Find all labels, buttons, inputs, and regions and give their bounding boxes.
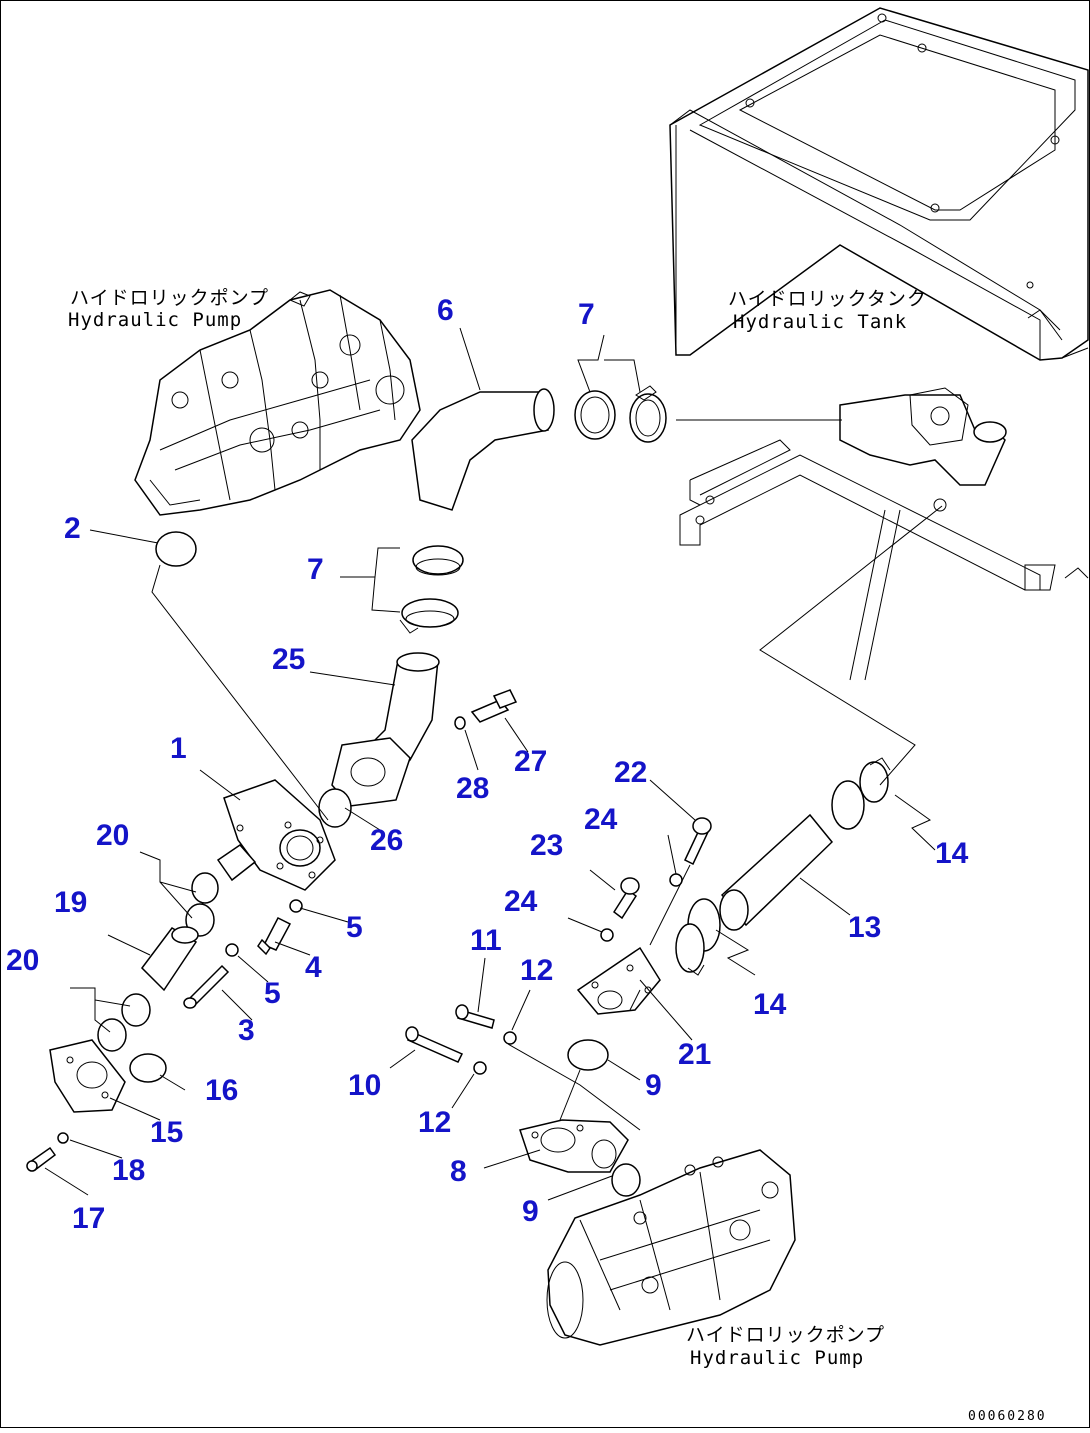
washer-28[interactable] [454, 716, 466, 730]
hydraulic-pump-top[interactable] [134, 289, 421, 516]
callout-21[interactable]: 21 [678, 1038, 711, 1071]
adapter-block-15[interactable] [49, 1039, 126, 1113]
bolt-17[interactable] [26, 1146, 57, 1172]
callout-4[interactable]: 4 [305, 951, 322, 984]
callout-20-upper[interactable]: 20 [96, 819, 129, 852]
connection-lines [44, 327, 943, 1201]
hydraulic-tank[interactable] [669, 7, 1089, 681]
bolt-10[interactable] [405, 1026, 464, 1063]
callout-13[interactable]: 13 [848, 911, 881, 944]
callout-5-upper[interactable]: 5 [346, 911, 363, 944]
bolt-22[interactable] [684, 817, 712, 866]
callout-23[interactable]: 23 [530, 829, 563, 862]
callout-26[interactable]: 26 [370, 824, 403, 857]
pump-bottom-label-en: Hydraulic Pump [690, 1347, 864, 1369]
adapter-block-1[interactable] [216, 779, 336, 891]
callout-20-lower[interactable]: 20 [6, 944, 39, 977]
washer-12-upper[interactable] [503, 1031, 517, 1045]
drawing-code: 00060280 [968, 1409, 1047, 1424]
o-ring-16[interactable] [129, 1053, 167, 1083]
bolt-23[interactable] [612, 877, 640, 920]
tank-label-en: Hydraulic Tank [733, 311, 907, 333]
hose-6[interactable] [411, 388, 555, 511]
callout-14-lower[interactable]: 14 [753, 988, 787, 1021]
pump-bottom-label-jp: ハイドロリックポンプ [686, 1324, 885, 1346]
callout-3[interactable]: 3 [238, 1014, 255, 1047]
o-ring-9-lower[interactable] [611, 1163, 641, 1197]
callout-6[interactable]: 6 [437, 294, 454, 327]
adapter-block-8[interactable] [519, 1119, 629, 1173]
hose-clamp-14-upper[interactable] [831, 757, 891, 830]
adapter-block-21[interactable] [576, 946, 661, 1015]
hose-13[interactable] [719, 813, 834, 931]
hose-19[interactable] [141, 926, 199, 992]
callout-15[interactable]: 15 [150, 1116, 183, 1149]
callout-25[interactable]: 25 [272, 643, 305, 676]
pump-top-label-jp: ハイドロリックポンプ [70, 287, 269, 309]
callout-27[interactable]: 27 [514, 745, 547, 778]
callout-12-lower[interactable]: 12 [418, 1106, 451, 1139]
callout-7-middle[interactable]: 7 [307, 553, 324, 586]
callout-24-lower[interactable]: 24 [504, 885, 538, 918]
bolt-4[interactable] [257, 916, 292, 956]
washer-12-lower[interactable] [473, 1061, 487, 1075]
hose-clamp-14-lower[interactable] [675, 898, 721, 976]
hose-clamp-7-top[interactable] [574, 385, 667, 443]
callout-8[interactable]: 8 [450, 1155, 467, 1188]
hose-clamp-7-middle[interactable] [399, 545, 464, 634]
callout-9-upper[interactable]: 9 [645, 1069, 662, 1102]
washer-5-upper[interactable] [289, 899, 303, 913]
callout-16[interactable]: 16 [205, 1074, 238, 1107]
bolt-27[interactable] [470, 689, 518, 723]
seal-ring-2[interactable] [155, 531, 197, 567]
callout-28[interactable]: 28 [456, 772, 489, 805]
callout-5-lower[interactable]: 5 [264, 977, 281, 1010]
washer-24-left[interactable] [600, 928, 614, 942]
callout-12-upper[interactable]: 12 [520, 954, 553, 987]
callout-10[interactable]: 10 [348, 1069, 381, 1102]
washer-18[interactable] [57, 1132, 69, 1144]
pump-top-label-en: Hydraulic Pump [68, 309, 242, 331]
callout-2[interactable]: 2 [64, 512, 81, 545]
hose-clamp-20-lower[interactable] [97, 993, 151, 1052]
callout-24-upper[interactable]: 24 [584, 803, 618, 836]
bolt-3[interactable] [183, 964, 230, 1009]
bolt-11[interactable] [455, 1004, 495, 1029]
hydraulic-pump-bottom[interactable] [546, 1149, 796, 1346]
tank-label-jp: ハイドロリックタンク [728, 288, 927, 310]
callout-18[interactable]: 18 [112, 1154, 145, 1187]
callout-1[interactable]: 1 [170, 732, 187, 765]
callout-17[interactable]: 17 [72, 1202, 105, 1235]
washer-5-lower[interactable] [225, 943, 239, 957]
callout-9-lower[interactable]: 9 [522, 1195, 539, 1228]
elbow-tube-25[interactable] [331, 652, 440, 807]
callout-22[interactable]: 22 [614, 756, 647, 789]
callout-7-top[interactable]: 7 [578, 298, 595, 331]
callout-14-upper[interactable]: 14 [935, 837, 969, 870]
o-ring-26[interactable] [318, 788, 352, 828]
callout-19[interactable]: 19 [54, 886, 87, 919]
o-ring-9-upper[interactable] [567, 1039, 609, 1071]
callout-11[interactable]: 11 [470, 924, 502, 957]
